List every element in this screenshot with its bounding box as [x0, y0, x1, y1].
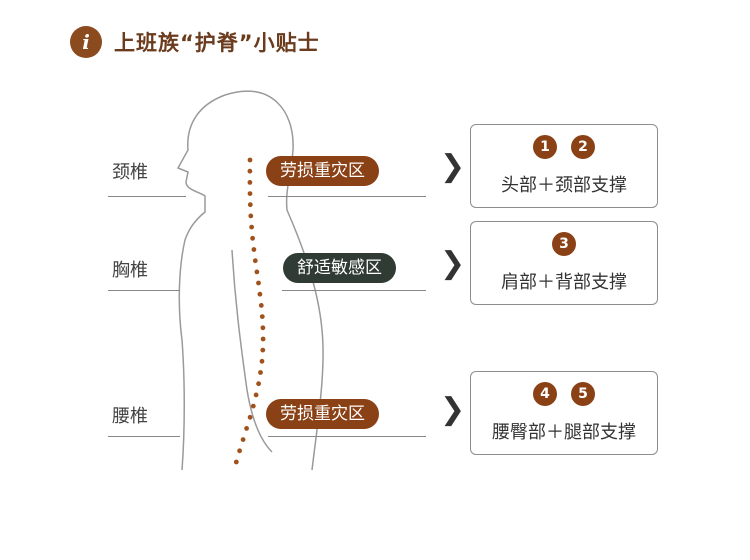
spine-dot — [259, 358, 265, 364]
info-icon: i — [70, 26, 102, 58]
support-text: 肩部＋背部支撑 — [501, 272, 627, 293]
page-title: 上班族“护脊”小贴士 — [114, 31, 320, 55]
spine-dot — [247, 202, 253, 208]
zone-badge: 舒适敏感区 — [283, 253, 396, 283]
spine-dot — [247, 180, 253, 185]
divider — [108, 290, 180, 291]
spine-dot — [240, 437, 246, 442]
number-badges: 4 5 — [471, 382, 657, 406]
spine-dot — [260, 325, 266, 331]
spine-dot — [256, 280, 261, 286]
spine-dot — [258, 370, 263, 375]
divider — [108, 196, 186, 197]
support-card: 1 2 头部＋颈部支撑 — [470, 124, 658, 208]
zone-badge: 劳损重灾区 — [266, 156, 379, 186]
spine-dots — [233, 157, 266, 465]
spine-dot — [253, 392, 259, 398]
spine-dot — [247, 168, 253, 174]
vertebra-label: 颈椎 — [112, 162, 148, 183]
number-badge: 2 — [571, 135, 595, 159]
chevron-right-icon: ❯ — [440, 149, 466, 184]
spine-dot — [259, 314, 265, 319]
vertebra-label: 胸椎 — [112, 260, 148, 281]
divider — [108, 436, 180, 437]
vertebra-label: 腰椎 — [112, 406, 148, 427]
number-badges: 3 — [471, 232, 657, 256]
chevron-right-icon: ❯ — [440, 246, 466, 281]
spine-dot — [260, 336, 266, 342]
spine-dot — [252, 258, 258, 264]
support-text: 腰臀部＋腿部支撑 — [492, 422, 636, 443]
arm-outline — [231, 249, 273, 453]
spine-dot — [233, 459, 239, 465]
spine-dot — [244, 426, 250, 431]
spine-dot — [250, 235, 256, 241]
spine-dot — [260, 347, 266, 353]
spine-dot — [257, 291, 263, 297]
number-badge: 4 — [533, 382, 557, 406]
zone-badge: 劳损重灾区 — [266, 399, 379, 429]
spine-dot — [247, 157, 253, 163]
spine-dot — [258, 303, 264, 308]
divider — [268, 436, 426, 437]
spine-dot — [248, 213, 254, 219]
spine-dot — [247, 191, 253, 197]
spine-dot — [254, 269, 260, 275]
support-card: 4 5 腰臀部＋腿部支撑 — [470, 371, 658, 455]
divider — [268, 196, 426, 197]
header: i 上班族“护脊”小贴士 — [70, 24, 320, 60]
spine-dot — [250, 403, 256, 409]
spine-dot — [247, 414, 253, 420]
number-badge: 3 — [552, 232, 576, 256]
spine-dot — [249, 224, 255, 230]
spine-dot — [256, 381, 261, 387]
body-front-outline — [176, 94, 226, 471]
number-badge: 5 — [571, 382, 595, 406]
number-badge: 1 — [533, 135, 557, 159]
body-back-outline — [224, 90, 324, 471]
spine-dot — [251, 247, 257, 252]
support-card: 3 肩部＋背部支撑 — [470, 221, 658, 305]
chevron-right-icon: ❯ — [440, 392, 466, 427]
divider — [282, 290, 426, 291]
spine-dot — [237, 448, 243, 454]
number-badges: 1 2 — [471, 135, 657, 159]
support-text: 头部＋颈部支撑 — [501, 175, 627, 196]
